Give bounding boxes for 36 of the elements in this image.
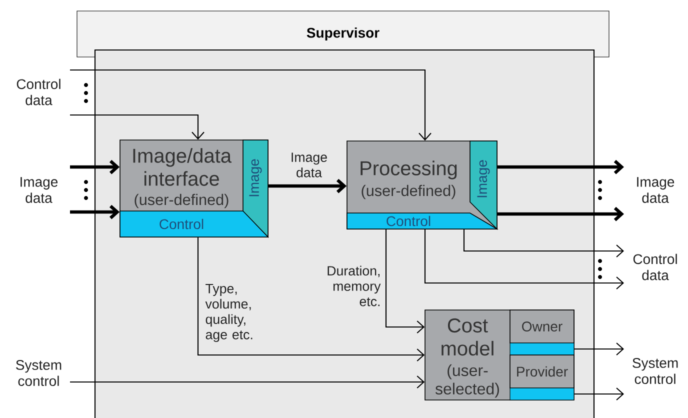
io-label: Image data bbox=[20, 177, 58, 203]
block-title: Processing bbox=[360, 160, 457, 180]
arrow bbox=[497, 160, 624, 174]
image-port: Image bbox=[470, 140, 498, 230]
edge-label: Image data bbox=[292, 152, 327, 178]
control-port: Control bbox=[346, 212, 498, 230]
arrow bbox=[70, 160, 120, 174]
io-label: System control bbox=[632, 358, 678, 384]
block-title: Image/data interface bbox=[133, 148, 232, 186]
arrow bbox=[70, 204, 120, 220]
edge-label: Type, volume, quality, age etc. bbox=[205, 284, 252, 342]
arrow bbox=[463, 229, 624, 258]
io-label: System control bbox=[16, 360, 62, 386]
arrow bbox=[70, 69, 432, 141]
arrow bbox=[197, 237, 425, 362]
arrow bbox=[385, 229, 425, 334]
arrow bbox=[424, 229, 624, 290]
arrow bbox=[70, 376, 425, 388]
arrow bbox=[70, 114, 204, 140]
block-title: Cost model bbox=[442, 318, 494, 356]
arrow bbox=[574, 388, 624, 400]
account-cell: Owner bbox=[510, 310, 574, 344]
arrow bbox=[268, 178, 347, 194]
indicator-bar bbox=[510, 342, 574, 356]
edge-label: Duration, memory etc. bbox=[328, 266, 381, 306]
block-subtitle: (user-defined) bbox=[362, 184, 456, 200]
arrow bbox=[497, 206, 624, 222]
arrow bbox=[574, 342, 624, 356]
io-label: Image data bbox=[637, 177, 674, 203]
block-subtitle: (user-selected) bbox=[435, 364, 499, 398]
io-label: Control data bbox=[633, 254, 677, 280]
control-port: Control bbox=[120, 210, 269, 238]
io-label: Control data bbox=[16, 78, 60, 106]
account-cell: Provider bbox=[510, 354, 574, 388]
indicator-bar bbox=[510, 388, 574, 400]
block-subtitle: (user-defined) bbox=[134, 194, 228, 208]
